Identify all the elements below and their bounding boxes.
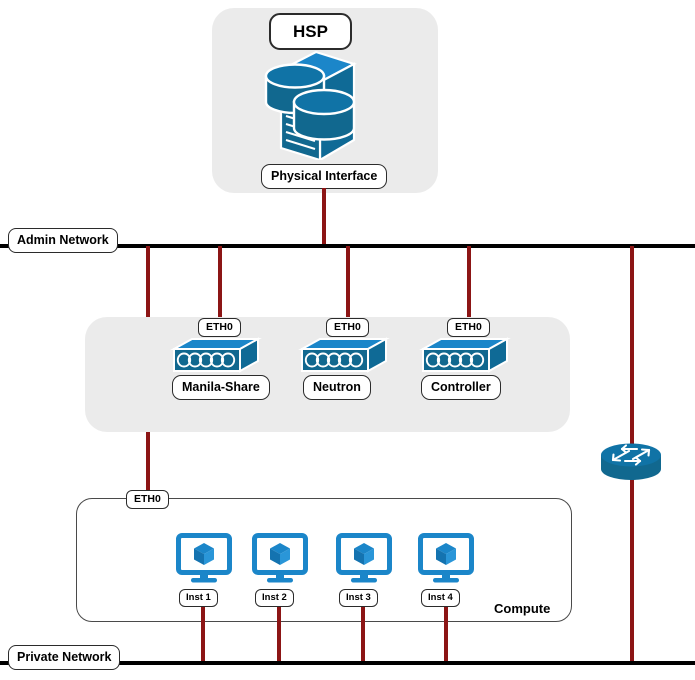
- controller-eth0-tag: ETH0: [447, 318, 490, 337]
- private-network-label: Private Network: [8, 645, 121, 670]
- admin-network-label: Admin Network: [8, 228, 118, 253]
- instance-label-inst-1: Inst 1: [179, 589, 218, 607]
- link-inst4-to-private: [444, 607, 448, 662]
- hsp-title-tag: HSP: [269, 13, 352, 50]
- server-storage-icon: [264, 48, 364, 160]
- link-admin-to-controller: [467, 246, 471, 326]
- link-admin-to-manila-share: [218, 246, 222, 326]
- instance-label-inst-2: Inst 2: [255, 589, 294, 607]
- compute-eth0-tag: ETH0: [126, 490, 169, 509]
- compute-box: [76, 498, 572, 622]
- link-admin-to-neutron: [346, 246, 350, 326]
- compute-label: Compute: [494, 601, 551, 616]
- link-inst2-to-private: [277, 607, 281, 662]
- link-hsp-to-admin: [322, 188, 326, 246]
- instance-monitor-icon: [336, 533, 392, 585]
- node-label-controller: Controller: [421, 375, 501, 400]
- node-label-manila-share: Manila-Share: [172, 375, 270, 400]
- link-inst3-to-private: [361, 607, 365, 662]
- instance-label-inst-3: Inst 3: [339, 589, 378, 607]
- neutron-eth0-tag: ETH0: [326, 318, 369, 337]
- switch-icon: [170, 337, 262, 375]
- instance-label-inst-4: Inst 4: [421, 589, 460, 607]
- node-label-neutron: Neutron: [303, 375, 371, 400]
- instance-monitor-icon: [176, 533, 232, 585]
- link-inst1-to-private: [201, 607, 205, 662]
- private-network-bus: [0, 661, 695, 665]
- switch-icon: [419, 337, 511, 375]
- physical-interface-tag: Physical Interface: [261, 164, 388, 189]
- instance-monitor-icon: [418, 533, 474, 585]
- manila-share-eth0-tag: ETH0: [198, 318, 241, 337]
- instance-monitor-icon: [252, 533, 308, 585]
- router-icon: [600, 443, 662, 481]
- services-panel: [85, 317, 570, 432]
- switch-icon: [298, 337, 390, 375]
